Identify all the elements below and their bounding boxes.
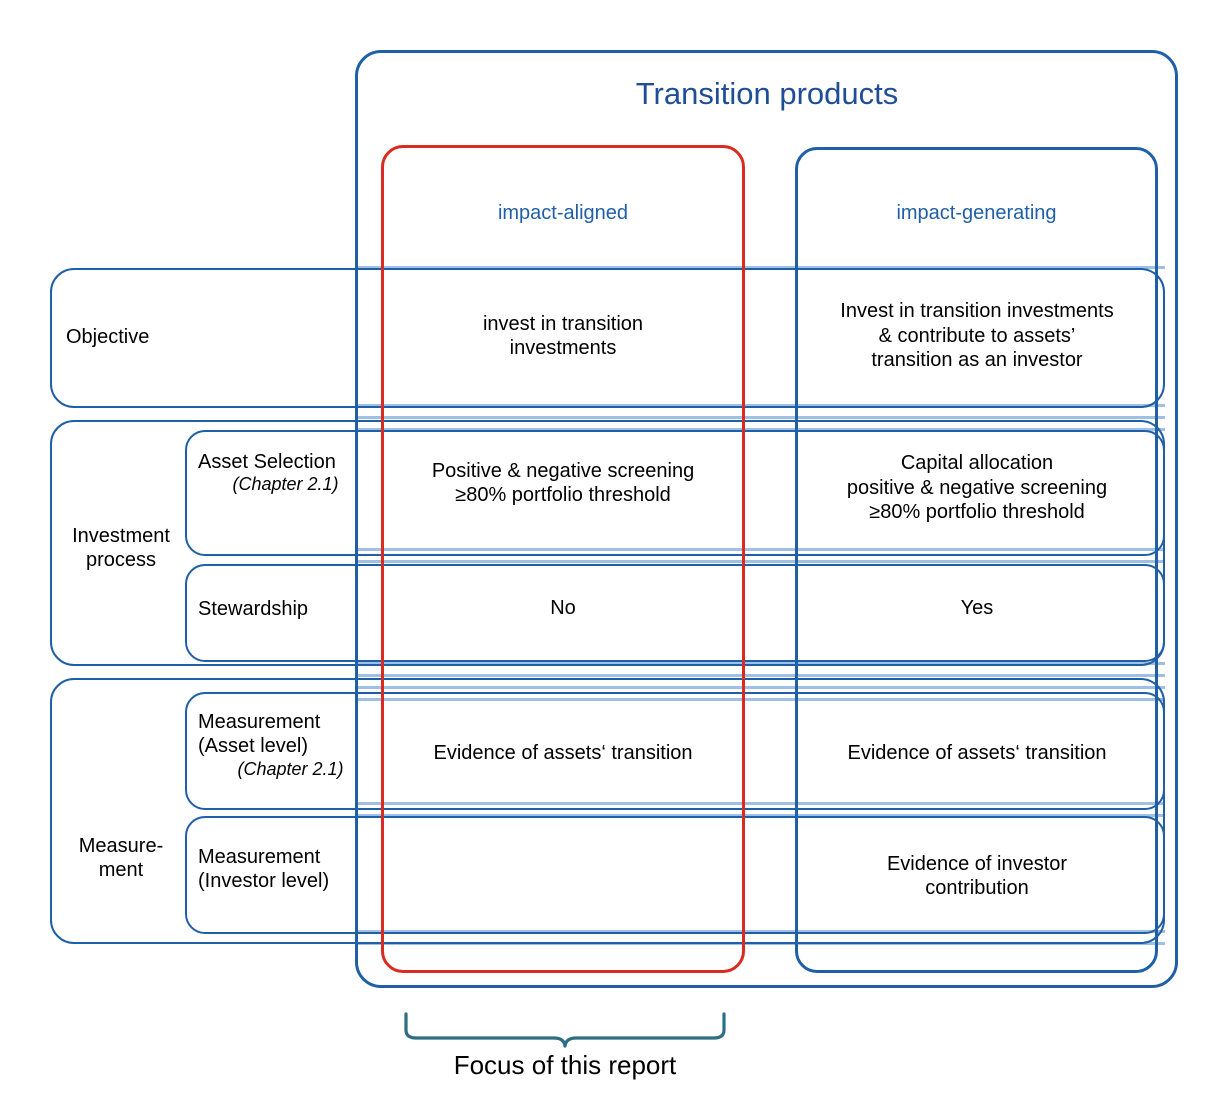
rule-measinv-top <box>355 814 1165 817</box>
column-impact-generating[interactable] <box>795 147 1158 973</box>
rule-invproc-top-b <box>355 428 1165 431</box>
rule-measinv-bottom-a <box>355 930 1165 933</box>
rule-measure-top-a <box>355 674 1165 677</box>
rule-assetsel-bottom <box>355 548 1165 551</box>
transition-products-container <box>355 50 1178 988</box>
subrow-measurement-asset-level <box>185 692 1165 810</box>
rule-measasset-bottom <box>355 802 1165 805</box>
rule-measure-top-b <box>355 686 1165 689</box>
row-group-measurement <box>50 678 1165 944</box>
rule-measure-top-c <box>355 698 1165 701</box>
focus-brace-icon <box>404 1012 726 1048</box>
rule-invproc-top-a <box>355 416 1165 419</box>
subrow-stewardship <box>185 564 1165 662</box>
rule-header-bottom <box>355 266 1165 269</box>
row-group-objective <box>50 268 1165 408</box>
rule-objective-bottom <box>355 404 1165 407</box>
rule-steward-bottom <box>355 662 1165 665</box>
rule-steward-top <box>355 560 1165 563</box>
subrow-asset-selection <box>185 430 1165 556</box>
column-impact-aligned-highlight[interactable] <box>381 145 745 973</box>
row-group-investment-process <box>50 420 1165 666</box>
focus-caption: Focus of this report <box>453 1050 677 1081</box>
subrow-measurement-investor-level <box>185 816 1165 934</box>
